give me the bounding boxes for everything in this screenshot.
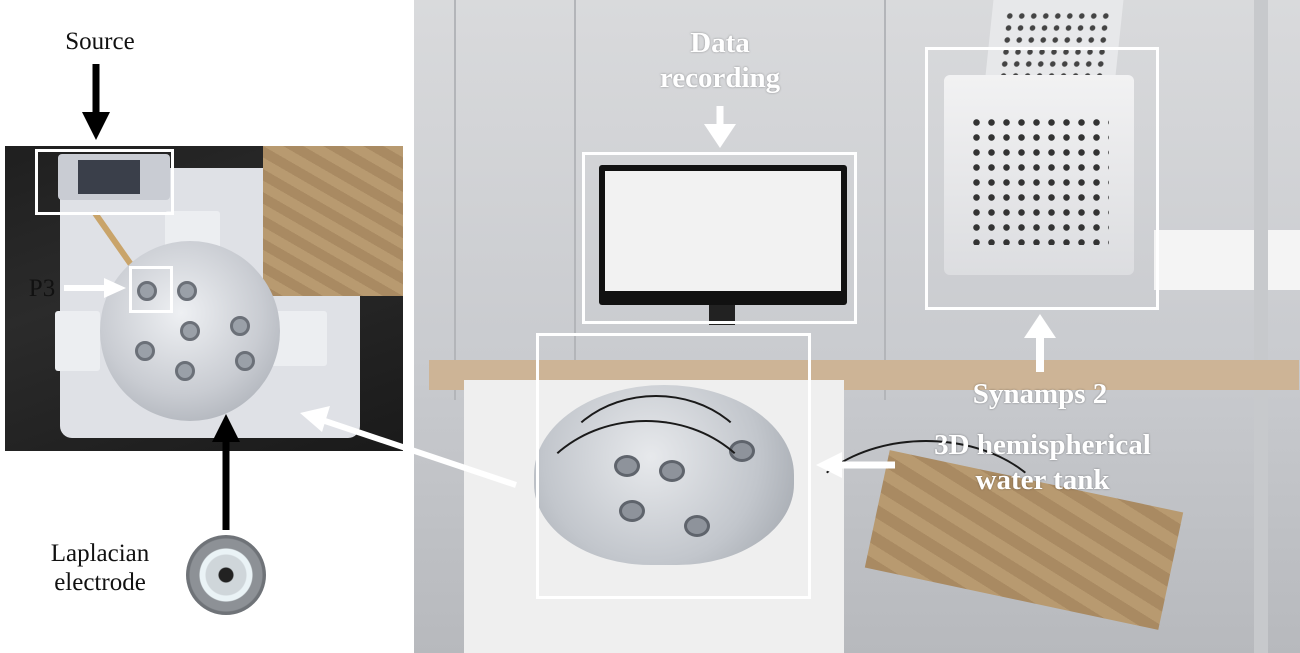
support-block: [55, 311, 100, 371]
source-arrow: [82, 64, 110, 140]
wall-seam: [884, 0, 886, 400]
electrode: [230, 316, 250, 336]
electrode: [135, 341, 155, 361]
data-recording-label: Data recording: [630, 26, 810, 96]
electrode: [235, 351, 255, 371]
electrode: [177, 281, 197, 301]
laplacian-label: Laplacian electrode: [20, 540, 180, 598]
data-recording-label-line2: recording: [659, 61, 781, 94]
source-label: Source: [65, 28, 135, 55]
laplacian-electrode-image: [186, 535, 266, 615]
laplacian-label-line1: Laplacian: [50, 540, 150, 567]
tank-label-line2: water tank: [975, 463, 1110, 496]
p3-highlight-box: [129, 266, 173, 313]
tank-label-line1: 3D hemispherical: [934, 429, 1151, 461]
electrode: [137, 281, 157, 301]
laplacian-label-line2: electrode: [54, 568, 146, 596]
tank-label: 3D hemispherical water tank: [900, 428, 1185, 498]
data-recording-label-line1: Data: [690, 27, 750, 59]
monitor-stand: [709, 305, 735, 325]
synamps-label: Synamps 2: [972, 378, 1108, 410]
monitor-display: [605, 171, 841, 291]
electrode: [175, 361, 195, 381]
wall-seam: [574, 0, 576, 400]
top-view-photo: [5, 146, 403, 451]
cardboard-panel: [263, 146, 403, 296]
cable: [554, 395, 758, 559]
source-highlight-box: [35, 149, 174, 215]
lab-setup-photo: [414, 0, 1300, 653]
tank-arrow: [816, 452, 895, 478]
data-recording-highlight-box: [582, 152, 857, 324]
recording-monitor: [599, 165, 847, 305]
cable: [794, 440, 1058, 624]
cable: [524, 420, 768, 624]
tank-highlight-box: [536, 333, 811, 599]
source-device-screen: [78, 160, 140, 194]
shelf-bracket: [1154, 230, 1300, 290]
synamps-arrow: [1024, 314, 1056, 372]
metal-pole: [1254, 0, 1268, 653]
laplacian-arrow: [212, 414, 240, 530]
data-recording-arrow: [704, 106, 736, 148]
signal-source-device: [58, 154, 170, 200]
synamps-highlight-box: [925, 47, 1159, 310]
synamps-amplifier: [944, 75, 1134, 275]
p3-arrow: [64, 278, 126, 298]
p3-label: P3: [28, 275, 56, 302]
tank-to-top-view-arrow: [300, 406, 517, 488]
wall-seam: [454, 0, 456, 400]
electrode: [180, 321, 200, 341]
